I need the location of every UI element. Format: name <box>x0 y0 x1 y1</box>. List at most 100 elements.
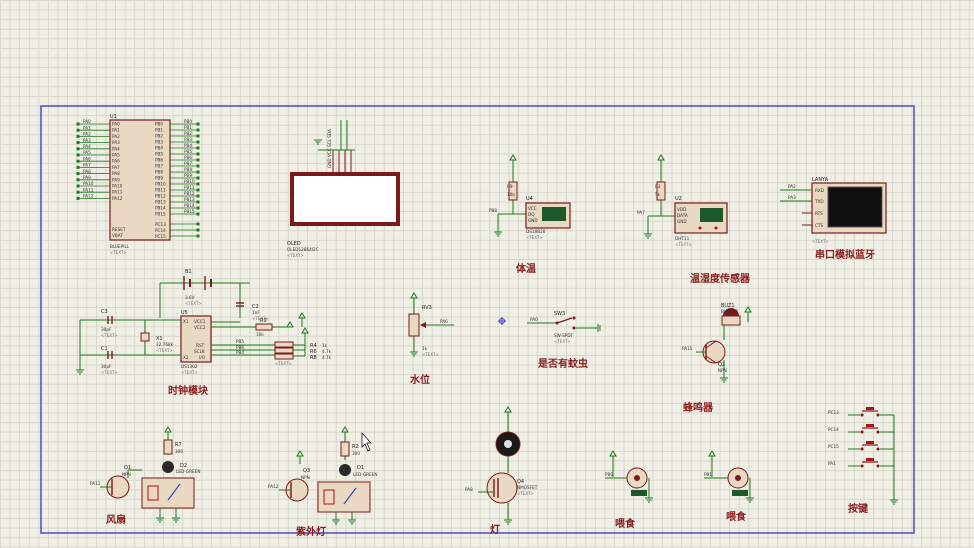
q4-text: <TEXT> <box>517 491 534 496</box>
r7-ref: R7 <box>175 442 182 448</box>
sw3-text: <TEXT> <box>554 339 571 344</box>
u1-pin-right: PB0 <box>155 122 163 127</box>
u1-net-left: PA1 <box>83 125 91 130</box>
r2-ref: R2 <box>352 444 359 450</box>
u1-net-right: PB11 <box>184 185 195 190</box>
u1-pin-left: PA10 <box>112 184 123 189</box>
u1-net-right: PB7 <box>184 161 192 166</box>
u1-pin-right: PB6 <box>155 158 163 163</box>
net-pb1: PB1 <box>704 472 712 477</box>
net-pa7: PA7 <box>637 210 645 215</box>
u1-net-right: PB9 <box>184 173 192 178</box>
net-pb6: PB6 <box>236 345 244 350</box>
buz1-part: BUZZER <box>721 309 738 314</box>
q3-ref: Q3 <box>303 468 310 474</box>
u1-pin-right: PB1 <box>155 128 163 133</box>
u1-net-left: PA11 <box>83 187 94 192</box>
lanya-terminal[interactable]: LANYA RXD TXD RTS CTS PA2 PA3 <TEXT> <box>780 177 887 244</box>
section-clock-module: 时钟模块 <box>168 384 209 397</box>
c2-ref: C2 <box>252 304 259 310</box>
u1-pin-left: PA6 <box>112 159 120 164</box>
ds18b20-sensor[interactable]: R9 10k PB8 VCC DQ GND U4 DS18B20 <TEXT> <box>489 154 571 240</box>
net-pa11: PA11 <box>90 481 101 486</box>
lanya-txd: TXD <box>814 199 824 204</box>
button-net-label: PC14 <box>828 427 839 432</box>
x1-ref: X1 <box>156 336 163 342</box>
u1-pin-left: PA11 <box>112 190 123 195</box>
u1-pin-right: PB4 <box>155 146 163 151</box>
u1-net-left: PA12 <box>83 194 94 199</box>
rv3-text: <TEXT> <box>422 352 439 357</box>
b1-text: <TEXT> <box>185 301 202 306</box>
u1-pin-left: PA12 <box>112 196 123 201</box>
u1-net-right: PB12 <box>184 191 195 196</box>
buz1-ref: BUZ1 <box>721 303 735 309</box>
section-fan: 风扇 <box>106 513 126 526</box>
r9-value: 10k <box>507 192 515 197</box>
net-pa6: PA6 <box>440 319 448 324</box>
u1-pin-right: PB14 <box>155 206 166 211</box>
buzzer-circuit[interactable]: BUZ1 BUZZER PA15 Q2 NPN <box>682 303 752 383</box>
section-feeder-2: 喂食 <box>726 510 747 523</box>
u1-net-right: PB14 <box>184 203 195 208</box>
lamp-circuit[interactable]: PA8 Q4 NMOSFET <TEXT> <box>465 406 538 525</box>
section-uv-lamp: 紫外灯 <box>296 525 326 538</box>
r4-value: 1k <box>322 343 328 348</box>
u1-pin-left: PA8 <box>112 171 120 176</box>
section-feeder-1: 喂食 <box>615 517 636 530</box>
q4-part: NMOSFET <box>517 485 538 490</box>
r6-ref: R6 <box>310 349 317 355</box>
net-pa3: PA3 <box>788 195 796 200</box>
rv3-ref: RV3 <box>422 305 432 311</box>
button-net-label: PC15 <box>828 444 839 449</box>
u1-net-right: PB5 <box>184 149 192 154</box>
u1-pin-right: PB15 <box>155 212 166 217</box>
u1-text: <TEXT> <box>110 250 127 255</box>
u1-pin-right: PB8 <box>155 170 163 175</box>
u1-pin-left: PA7 <box>112 165 120 170</box>
u1-pin-right: PB11 <box>155 188 166 193</box>
u2-part: DHT11 <box>675 236 690 241</box>
feeder-motor-1[interactable]: PB0 <box>605 450 654 503</box>
sw3-ref: SW3 <box>554 311 565 317</box>
q2-type: NPN <box>718 368 727 373</box>
u5-ref: U5 <box>181 310 188 316</box>
u4-gnd: GND <box>528 218 538 223</box>
feeder-motor-2[interactable]: PB1 <box>704 450 755 503</box>
net-pa2: PA2 <box>788 184 796 189</box>
oled-part: OLED12864I2C <box>287 247 319 252</box>
button-net-label: PC13 <box>828 410 839 415</box>
q1-ref: Q1 <box>124 465 131 471</box>
u5-part: DS1302 <box>181 364 198 369</box>
button-net-label: PA1 <box>828 461 836 466</box>
mouse-cursor-icon <box>361 432 372 452</box>
uv-lamp-circuit[interactable]: R2 300 D1 LED-GREEN PA12 Q3 NPN <box>268 426 377 525</box>
rv3-water-level[interactable]: RV3 1k <TEXT> PA6 <box>408 292 454 357</box>
u4-part: DS18B20 <box>526 229 546 234</box>
section-buzzer: 蜂鸣器 <box>683 401 714 414</box>
u1-pin-left: PA5 <box>112 153 120 158</box>
r8-value: 4.7k <box>322 355 332 360</box>
u1-net-left: PA8 <box>83 169 91 174</box>
probe-crosshair-icon <box>498 317 506 325</box>
q1-type: NPN <box>122 472 131 477</box>
r2-value: 300 <box>352 451 360 456</box>
clk-r9-value: 10k <box>256 332 264 337</box>
ds1302-clock[interactable]: B1 3.6V <TEXT> C2 1nF <TEXT> U5 X1 VCC1 … <box>75 269 332 375</box>
dht11-sensor[interactable]: R3 5k PA7 VDD DATA GND U2 DHT11 <TEXT> <box>637 154 728 247</box>
net-pb0: PB0 <box>605 472 613 477</box>
fan-circuit[interactable]: R7 300 D2 LED-GREEN PA11 Q1 NPN <box>90 426 200 523</box>
u4-ref: U4 <box>526 196 533 202</box>
oled-display[interactable]: OLED OLED12864I2C <TEXT> GND VCC SCL SDA <box>287 120 400 258</box>
sw3-switch[interactable]: PA0 SW3 SW-SPDT <TEXT> <box>527 311 601 344</box>
section-serial-bluetooth: 串口模拟蓝牙 <box>815 248 875 261</box>
u5-rst: RST <box>196 343 205 348</box>
u5-vcc1: VCC1 <box>194 319 206 324</box>
u1-pin-left: PA4 <box>112 146 120 151</box>
u2-data: DATA <box>677 213 688 218</box>
net-pb5: PB5 <box>236 339 244 344</box>
u1-bluepill[interactable]: U1 BLUEPILL <TEXT> PA0PA0PA1PA1PA2PA2PA3… <box>76 114 200 255</box>
